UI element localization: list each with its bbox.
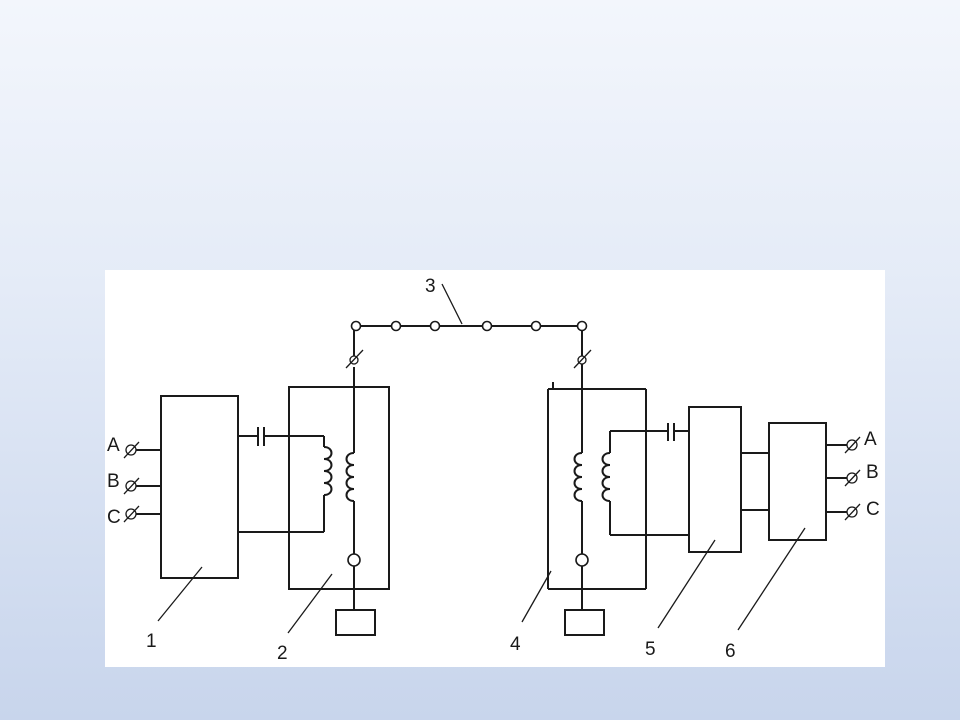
leader-6 <box>737 527 806 631</box>
coupling-coil-right <box>601 431 611 535</box>
label-4: 4 <box>510 634 521 655</box>
circuit-figure: A B C <box>105 270 885 667</box>
terminal-c-left: C <box>107 505 161 528</box>
label-6: 6 <box>725 641 736 662</box>
label-5: 5 <box>645 639 656 660</box>
block-2 <box>288 386 390 590</box>
terminal-b-right: B <box>826 462 879 487</box>
block-1 <box>160 395 239 579</box>
leader-5 <box>657 539 716 629</box>
ground-box-left <box>335 609 376 636</box>
capacitor-left <box>238 427 324 446</box>
label-2: 2 <box>277 643 288 664</box>
circuit-diagram: A B C <box>107 276 880 664</box>
terminal-b-left: B <box>107 471 161 495</box>
label-1: 1 <box>146 631 157 652</box>
line-coil-right <box>564 364 605 636</box>
right-phase-terminals: A B C <box>826 429 880 521</box>
phase-b-right-label: B <box>866 462 879 483</box>
coupling-coil-left <box>323 436 333 532</box>
ground-box-right <box>564 609 605 636</box>
terminal-a-left: A <box>107 435 161 459</box>
leader-3 <box>441 283 463 325</box>
block-5 <box>688 406 742 553</box>
capacitor-right <box>610 423 689 441</box>
phase-a-left-label: A <box>107 435 120 456</box>
phase-a-right-label: A <box>864 429 877 450</box>
terminal-a-right: A <box>826 429 877 454</box>
block-6 <box>768 422 827 541</box>
transmission-line-3: 3 <box>350 276 588 356</box>
left-phase-terminals: A B C <box>107 435 161 528</box>
phase-c-left-label: C <box>107 507 121 528</box>
leader-4 <box>521 570 552 623</box>
label-3: 3 <box>425 276 436 297</box>
block-4 <box>547 382 647 590</box>
phase-b-left-label: B <box>107 471 120 492</box>
terminal-c-right: C <box>826 499 880 521</box>
phase-c-right-label: C <box>866 499 880 520</box>
leader-2 <box>287 573 333 634</box>
line-coil-left <box>335 367 376 636</box>
leader-1 <box>157 566 203 622</box>
